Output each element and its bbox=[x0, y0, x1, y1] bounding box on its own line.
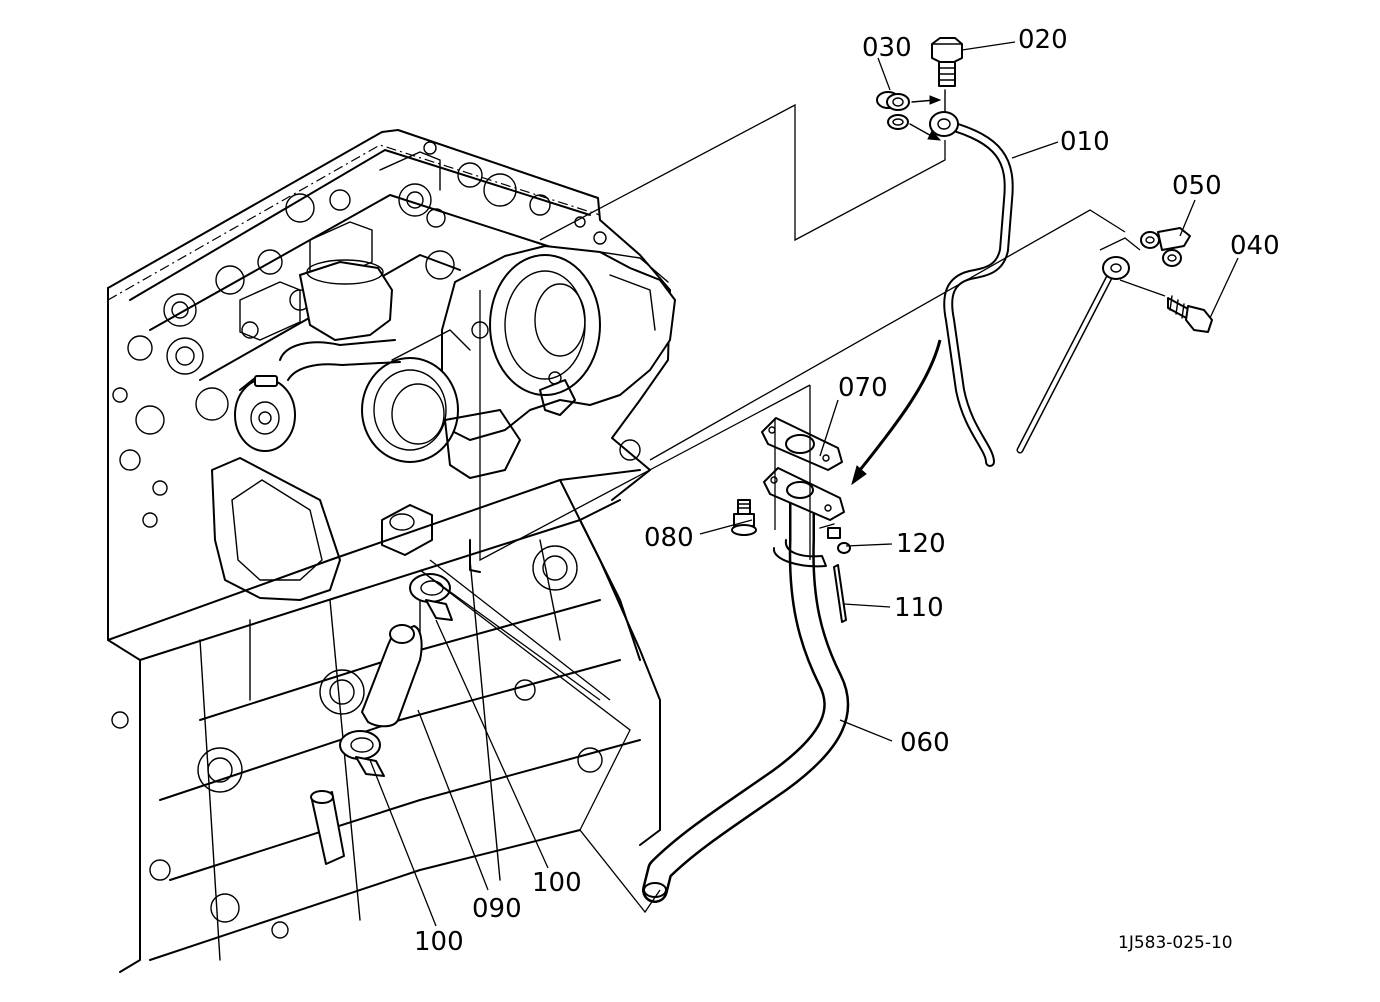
drawing-code: 1J583-025-10 bbox=[1118, 933, 1233, 953]
hose-090 bbox=[361, 624, 423, 728]
label-060: 060 bbox=[900, 728, 950, 758]
label-030: 030 bbox=[862, 33, 912, 63]
gasket-070 bbox=[761, 417, 845, 521]
part-labels: 030 020 010 050 040 070 080 120 110 060 … bbox=[414, 25, 1280, 957]
label-010: 010 bbox=[1060, 127, 1110, 157]
washer-030 bbox=[876, 89, 946, 141]
label-050: 050 bbox=[1172, 171, 1222, 201]
bolt-040 bbox=[1167, 295, 1213, 333]
label-120: 120 bbox=[896, 529, 946, 559]
bolt-080 bbox=[731, 499, 757, 536]
hose-clamp-060 bbox=[772, 539, 827, 568]
label-100-left: 100 bbox=[414, 927, 464, 957]
pipe-stub bbox=[310, 790, 345, 865]
engine-block bbox=[107, 129, 671, 973]
oil-pipe-bracket bbox=[1016, 256, 1130, 454]
bolt-120 bbox=[819, 523, 851, 554]
clip-110 bbox=[833, 564, 847, 623]
clamp-100-upper bbox=[409, 573, 453, 621]
label-110: 110 bbox=[894, 593, 944, 623]
oil-feed-pipe-010 bbox=[851, 111, 1014, 486]
head-ports bbox=[112, 141, 607, 496]
turbocharger bbox=[234, 245, 676, 479]
banjo-bolt-020 bbox=[931, 37, 963, 87]
label-100-right: 100 bbox=[532, 868, 582, 898]
label-070: 070 bbox=[838, 373, 888, 403]
washer-050 bbox=[1140, 227, 1191, 267]
label-040: 040 bbox=[1230, 231, 1280, 261]
assembly-lines bbox=[419, 103, 1166, 914]
label-020: 020 bbox=[1018, 25, 1068, 55]
label-080: 080 bbox=[644, 523, 694, 553]
clamp-100-lower bbox=[339, 730, 385, 777]
leader-lines bbox=[369, 41, 1239, 927]
label-090: 090 bbox=[472, 894, 522, 924]
oil-return-pipe-060 bbox=[642, 482, 850, 903]
